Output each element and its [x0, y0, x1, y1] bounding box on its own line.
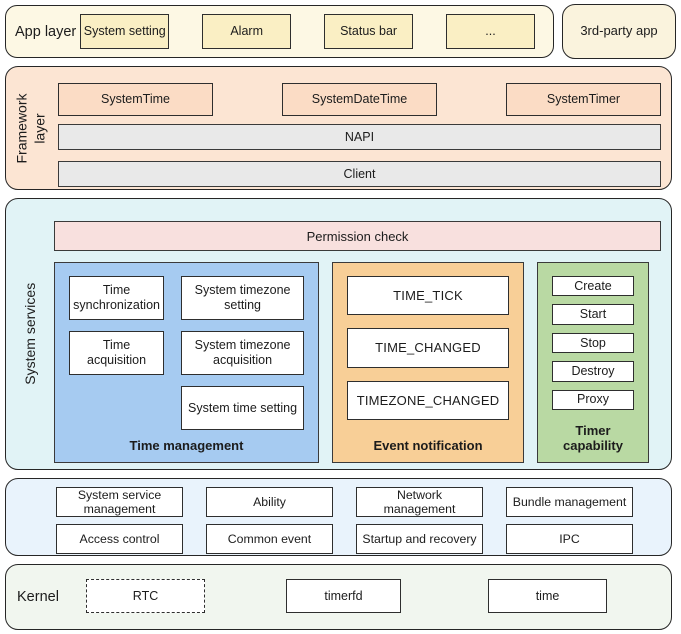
framework-layer-section: Framework layer SystemTime SystemDateTim… — [5, 66, 672, 190]
box-time-changed: TIME_CHANGED — [347, 328, 509, 368]
framework-box-systemdatetime: SystemDateTime — [282, 83, 437, 116]
time-management-grid: Time synchronization Time acquisition Sy… — [69, 276, 304, 430]
box-system-time-setting: System time setting — [181, 386, 304, 430]
box-timerfd: timerfd — [286, 579, 401, 613]
box-stop: Stop — [552, 332, 634, 354]
client-bar: Client — [58, 161, 661, 187]
box-system-timezone-acquisition: System timezone acquisition — [181, 331, 304, 375]
framework-api-boxes: SystemTime SystemDateTime SystemTimer — [58, 83, 661, 116]
box-time-synchronization: Time synchronization — [69, 276, 165, 320]
framework-box-systemtime: SystemTime — [58, 83, 213, 116]
framework-box-systemtimer: SystemTimer — [506, 83, 661, 116]
event-notification-title: Event notification — [373, 438, 483, 453]
app-box-alarm: Alarm — [202, 14, 292, 49]
box-time-tick: TIME_TICK — [347, 276, 509, 316]
framework-layer-label-wrap: Framework layer — [6, 67, 56, 189]
permission-check-bar: Permission check — [54, 221, 661, 251]
box-proxy: Proxy — [552, 389, 634, 411]
box-start: Start — [552, 304, 634, 325]
box-ability: Ability — [206, 487, 333, 517]
box-time-acquisition: Time acquisition — [69, 331, 165, 375]
box-time: time — [488, 579, 607, 613]
kernel-section: Kernel RTC timerfd time — [5, 564, 672, 630]
app-box-ellipsis: ... — [445, 14, 535, 49]
platform-services-grid: System service management Ability Networ… — [56, 487, 633, 554]
system-services-panels: Time synchronization Time acquisition Sy… — [54, 262, 649, 463]
timer-capability-title: Timer capability — [563, 423, 623, 454]
event-notification-panel: TIME_TICK TIME_CHANGED TIMEZONE_CHANGED … — [332, 262, 524, 463]
app-box-status-bar: Status bar — [324, 14, 414, 49]
third-party-app-box: 3rd-party app — [562, 4, 676, 59]
timer-capability-panel: Create Start Stop Destroy Proxy Timer ca… — [537, 262, 649, 463]
app-box-system-setting: System setting — [80, 14, 170, 49]
box-bundle-management: Bundle management — [506, 487, 633, 517]
box-access-control: Access control — [56, 524, 183, 554]
box-ipc: IPC — [506, 524, 633, 554]
app-layer-section: App layer System setting Alarm Status ba… — [5, 5, 554, 58]
box-rtc: RTC — [86, 579, 205, 613]
box-common-event: Common event — [206, 524, 333, 554]
box-startup-and-recovery: Startup and recovery — [356, 524, 483, 554]
napi-bar: NAPI — [58, 124, 661, 150]
time-management-panel: Time synchronization Time acquisition Sy… — [54, 262, 319, 463]
box-timezone-changed: TIMEZONE_CHANGED — [347, 380, 509, 420]
app-layer-boxes: System setting Alarm Status bar ... — [80, 14, 535, 49]
system-services-label: System services — [22, 283, 39, 385]
box-system-timezone-setting: System timezone setting — [181, 276, 304, 320]
system-services-label-wrap: System services — [6, 199, 56, 469]
app-layer-label: App layer — [15, 23, 77, 40]
time-management-col-2: System timezone setting System timezone … — [181, 276, 304, 430]
framework-layer-label: Framework layer — [13, 92, 48, 164]
kernel-label: Kernel — [17, 589, 59, 605]
box-network-management: Network management — [356, 487, 483, 517]
box-destroy: Destroy — [552, 361, 634, 382]
time-management-col-1: Time synchronization Time acquisition — [69, 276, 165, 430]
platform-services-section: System service management Ability Networ… — [5, 478, 672, 556]
box-create: Create — [552, 276, 634, 297]
system-services-section: System services Permission check Time sy… — [5, 198, 672, 470]
box-system-service-management: System service management — [56, 487, 183, 517]
time-management-title: Time management — [129, 438, 244, 453]
